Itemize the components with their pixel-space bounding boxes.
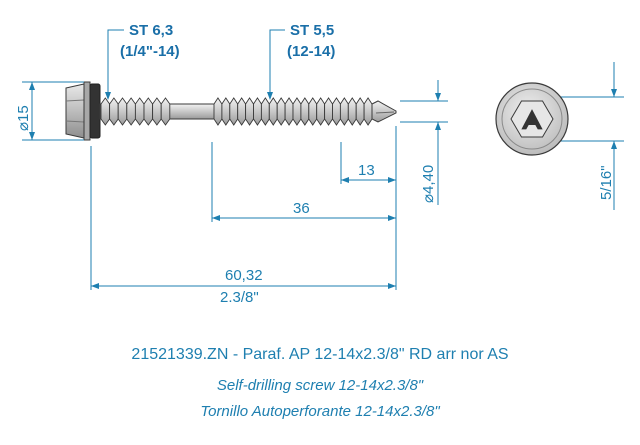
- dimension-total-length-in: 2.3/8": [220, 289, 259, 306]
- thread-crest: [339, 97, 349, 126]
- thread-crest: [213, 97, 223, 126]
- thread-crest: [109, 97, 119, 126]
- thread-crest: [117, 97, 128, 126]
- dimension-drill-diameter: ⌀4,40: [420, 165, 437, 203]
- caption-spanish: Tornillo Autoperforante 12-14x2.3/8": [200, 403, 440, 420]
- thread-crest: [143, 97, 154, 126]
- thread-crest: [284, 97, 294, 126]
- dimension-hex-size: 5/16": [598, 165, 615, 200]
- thread-crest: [100, 97, 111, 126]
- thread-crest: [276, 97, 286, 126]
- thread-crest: [347, 97, 357, 126]
- thread-crest: [160, 97, 171, 126]
- thread-crest: [126, 97, 136, 126]
- dimension-head-diameter: ⌀15: [15, 105, 32, 131]
- screw-head-top-view: [495, 82, 569, 156]
- screw-side-view: [65, 81, 397, 141]
- caption-code-line: 21521339.ZN - Paraf. AP 12-14x2.3/8" RD …: [131, 346, 509, 363]
- sealing-washer: [89, 83, 101, 139]
- dimension-total-length-mm: 60,32: [225, 267, 263, 284]
- thread-crest: [260, 97, 270, 126]
- thread-crest: [237, 97, 247, 126]
- thread-crest: [245, 97, 254, 126]
- thread-section-head: [100, 97, 171, 126]
- thread-crest: [221, 97, 231, 126]
- thread-crest: [253, 97, 262, 126]
- dimension-tip-length: 13: [358, 162, 375, 179]
- thread-crest: [316, 97, 326, 126]
- dimension-thread-length: 36: [293, 200, 310, 217]
- thread-crest: [300, 97, 310, 126]
- dimension-lines: [22, 29, 624, 290]
- thread-crest: [292, 97, 302, 126]
- thread-crest: [363, 97, 373, 126]
- thread-crest: [229, 97, 239, 126]
- thread-crest: [134, 97, 145, 126]
- thread-crest: [332, 97, 341, 126]
- caption-english: Self-drilling screw 12-14x2.3/8": [216, 377, 424, 394]
- callout-head-thread-size: ST 6,3: [129, 22, 173, 39]
- thread-crest: [324, 97, 333, 126]
- thread-crest: [355, 97, 365, 126]
- screw-hex-head: [65, 83, 85, 139]
- callout-tip-thread-pitch: (12-14): [287, 43, 335, 60]
- thread-section-tip: [213, 97, 373, 126]
- thread-crest: [152, 97, 162, 126]
- drill-tip: [371, 100, 397, 123]
- thread-crest: [268, 97, 278, 126]
- callout-tip-thread-size: ST 5,5: [290, 22, 334, 39]
- thread-crest: [308, 97, 318, 126]
- screw-flange: [83, 81, 91, 141]
- brand-logo-icon: [521, 109, 543, 130]
- callout-head-thread-pitch: (1/4"-14): [120, 43, 180, 60]
